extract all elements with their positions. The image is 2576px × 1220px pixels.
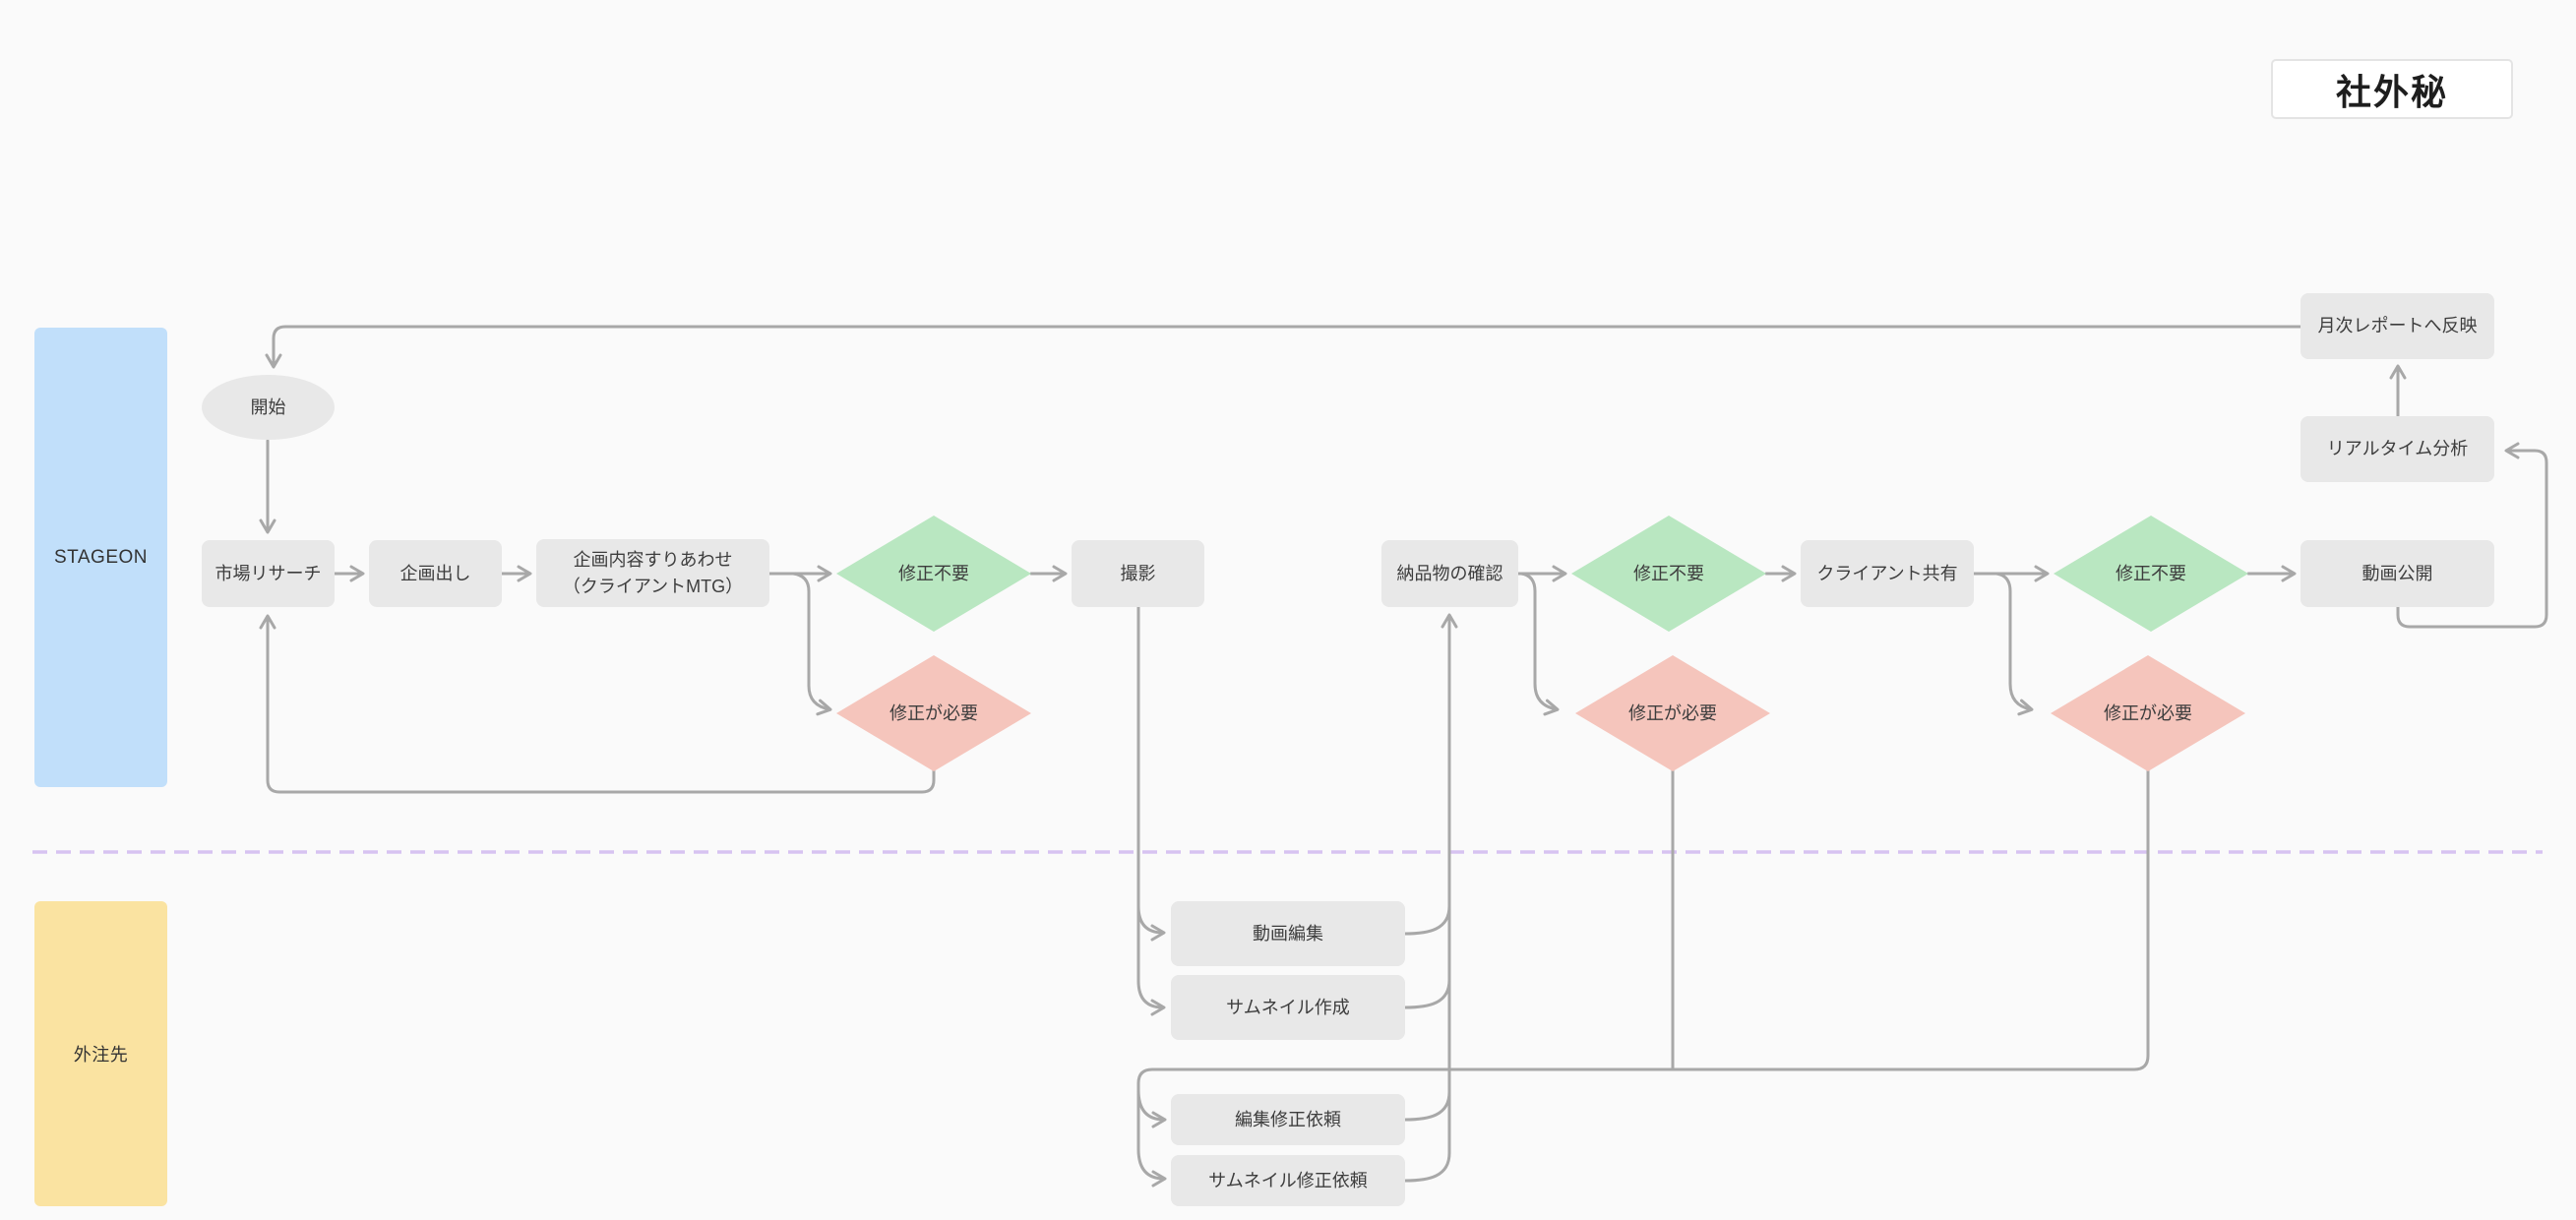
lane-stageon-label: STAGEON [54, 546, 148, 568]
node-client-share[interactable]: クライアント共有 [1801, 540, 1974, 607]
node-realtime-analysis[interactable]: リアルタイム分析 [2300, 416, 2494, 482]
connector-shooting-thumbnail [1136, 605, 1166, 1016]
connector-merge-check [1403, 613, 1458, 1183]
connector-branch-editrequest [1136, 1088, 1167, 1128]
connector-fix1-research [259, 614, 936, 794]
connector-shooting-videoedit [1136, 904, 1166, 942]
node-deliverable-check[interactable]: 納品物の確認 [1381, 540, 1518, 607]
lane-stageon[interactable]: STAGEON [34, 328, 167, 787]
node-decision-no-fix-1[interactable]: 修正不要 [836, 516, 1031, 632]
node-plan-alignment[interactable]: 企画内容すりあわせ （クライアントMTG） [536, 539, 769, 607]
node-idea-generation[interactable]: 企画出し [369, 540, 502, 607]
confidential-badge[interactable]: 社外秘 [2271, 59, 2513, 119]
node-decision-no-fix-2[interactable]: 修正不要 [1571, 516, 1766, 632]
lane-outsourcer[interactable]: 外注先 [34, 901, 167, 1206]
node-shooting[interactable]: 撮影 [1072, 540, 1204, 607]
node-decision-fix-1[interactable]: 修正が必要 [836, 655, 1031, 771]
node-monthly-report[interactable]: 月次レポートへ反映 [2300, 293, 2494, 359]
node-start[interactable]: 開始 [202, 375, 335, 440]
connector-editrequest-join [1403, 1090, 1451, 1122]
connector-videoedit-join [1403, 904, 1451, 936]
lane-outsourcer-label: 外注先 [73, 1045, 129, 1065]
node-thumbnail-revision-request[interactable]: サムネイル修正依頼 [1171, 1155, 1405, 1206]
node-edit-revision-request[interactable]: 編集修正依頼 [1171, 1094, 1405, 1145]
node-thumbnail-creation[interactable]: サムネイル作成 [1171, 975, 1405, 1040]
node-decision-fix-2[interactable]: 修正が必要 [1575, 655, 1770, 771]
connector-alignment-fix1 [767, 572, 832, 716]
connector-share-fix3 [1972, 572, 2034, 716]
node-decision-no-fix-3[interactable]: 修正不要 [2054, 516, 2248, 632]
connector-check-fix2 [1513, 572, 1560, 716]
node-video-editing[interactable]: 動画編集 [1171, 901, 1405, 966]
node-market-research[interactable]: 市場リサーチ [202, 540, 335, 607]
node-video-publish[interactable]: 動画公開 [2300, 540, 2494, 607]
connector-monthly-start [265, 325, 2302, 369]
connector-thumbnail-join [1403, 978, 1451, 1009]
node-decision-fix-3[interactable]: 修正が必要 [2051, 655, 2245, 771]
